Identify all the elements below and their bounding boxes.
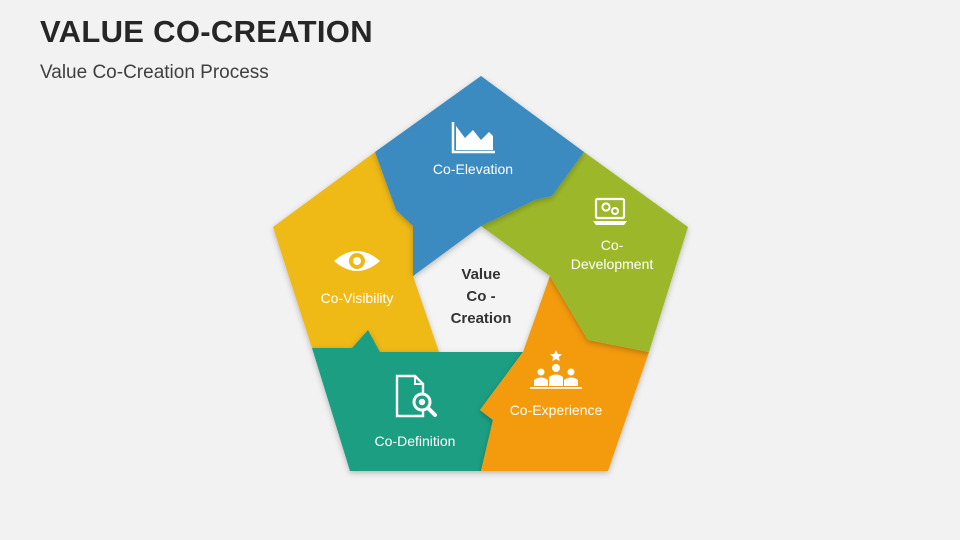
center-label: Value Co - Creation	[451, 266, 512, 327]
page-subtitle: Value Co-Creation Process	[40, 62, 269, 83]
team-star-icon	[530, 350, 582, 389]
segment-co-experience[interactable]	[480, 276, 649, 471]
chart-icon	[451, 122, 495, 154]
eye-icon	[334, 251, 380, 271]
segment-co-development[interactable]	[481, 152, 688, 352]
center-label-line: Value	[461, 266, 500, 283]
segment-label-line: Co-Visibility	[321, 290, 394, 306]
segment-label-line: Co-Definition	[375, 433, 456, 449]
segment-label-co-visibility: Co-Visibility	[321, 290, 394, 306]
segment-label-co-experience: Co-Experience	[510, 402, 603, 418]
segment-shape	[375, 76, 584, 276]
center-label-line: Creation	[451, 310, 512, 327]
document-search-icon	[395, 374, 437, 418]
segment-label-line: Development	[571, 256, 654, 272]
segment-label-co-definition: Co-Definition	[375, 433, 456, 449]
segment-label-line: Co-Experience	[510, 402, 603, 418]
segment-shape	[481, 152, 688, 352]
center-pentagon	[413, 226, 550, 352]
page-title: VALUE CO-CREATION	[40, 14, 373, 49]
segment-shape	[480, 276, 649, 471]
segment-label-co-elevation: Co-Elevation	[433, 161, 513, 177]
segment-co-elevation[interactable]	[375, 76, 584, 276]
segment-label-line: Co-	[601, 237, 624, 253]
segment-label-line: Co-Elevation	[433, 161, 513, 177]
segment-label-co-development: Co- Development	[571, 237, 654, 272]
center-label-line: Co -	[466, 288, 495, 305]
laptop-gears-icon	[593, 197, 627, 225]
